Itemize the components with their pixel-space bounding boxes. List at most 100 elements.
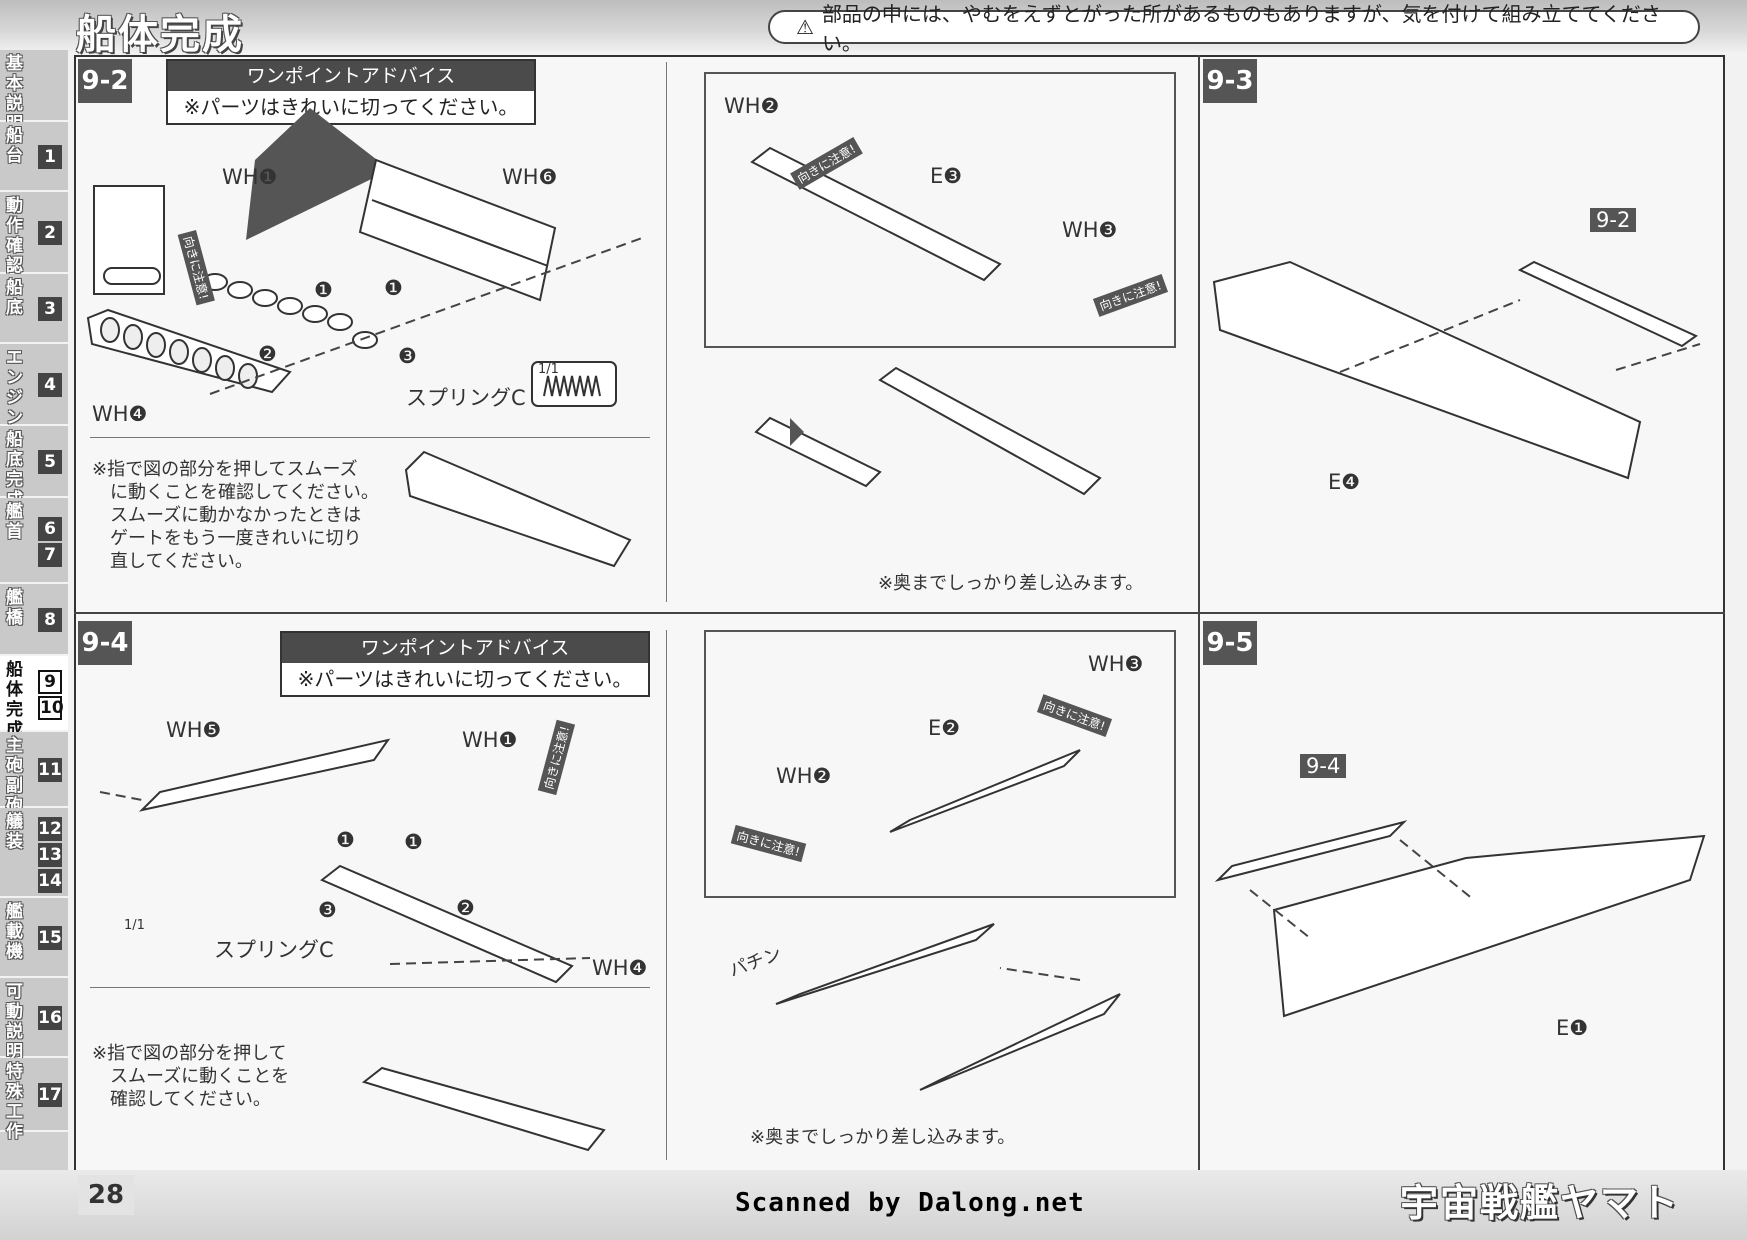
part-wh6-9-2: WH❻: [502, 165, 558, 189]
part-wh4-9-4: WH❹: [592, 956, 648, 980]
page-number: 28: [78, 1175, 134, 1215]
note-line: に動くことを確認してください。: [110, 482, 379, 503]
note-line: 確認してください。: [110, 1089, 271, 1110]
part-wh3-9-4-detail: WH❸: [1088, 652, 1144, 676]
wh6-frame: [358, 158, 557, 302]
divider-92-note: [90, 437, 650, 438]
part-wh1-9-4: WH❶: [462, 728, 518, 752]
callout-3-9-2: ❸: [398, 344, 417, 368]
part-spring-9-2: スプリングC: [406, 386, 526, 410]
advice-body: ※パーツはきれいに切ってください。: [183, 95, 519, 119]
sidebar-item-number: 8: [38, 608, 62, 632]
callout-1b-9-2: ❶: [384, 276, 403, 300]
callout-1a-9-2: ❶: [314, 278, 333, 302]
sidebar-item-number: 9: [38, 670, 62, 694]
sidebar-item-number: 14: [38, 869, 62, 893]
note-line: スムーズに動くことを: [110, 1066, 290, 1087]
note-line: スムーズに動かなかったときは: [110, 505, 362, 526]
e1-hull: [1272, 834, 1706, 1018]
sidebar-item: 主砲副砲 11: [0, 732, 68, 816]
callout-1a-9-4: ❶: [336, 828, 355, 852]
sidebar-item-label: 船台: [6, 126, 23, 166]
detail-box-9-2: [704, 72, 1176, 348]
part-e1-9-5: E❶: [1556, 1016, 1589, 1040]
divider-92-sub: [666, 62, 667, 602]
sidebar-item-number: 6: [38, 517, 62, 541]
part-wh4-9-2: WH❹: [92, 402, 148, 426]
sidebar-item-number: 17: [38, 1083, 62, 1107]
sidebar-item-number: 2: [38, 221, 62, 245]
sidebar-item-label: 艦首: [6, 502, 23, 542]
callout-1b-9-4: ❶: [404, 830, 423, 854]
sidebar-item-number: 11: [38, 758, 62, 782]
part-wh3-9-2-detail: WH❸: [1062, 218, 1118, 242]
sidebar-item-number: 1: [38, 145, 62, 169]
scale-9-2: 1/1: [538, 362, 559, 377]
part-wh2-9-4-detail: WH❷: [776, 764, 832, 788]
divider-94-note: [90, 987, 650, 988]
sidebar-item: 艦橋 8: [0, 584, 68, 656]
note-9-4: ※指で図の部分を押して スムーズに動くことを 確認してください。: [92, 1042, 289, 1111]
wh4-bar-9-4: [320, 864, 574, 984]
callout-2-9-2: ❷: [258, 342, 277, 366]
step-label-9-3: 9-3: [1203, 59, 1257, 103]
sidebar-item: 可動説明 16: [0, 978, 68, 1062]
footer-band: [0, 1170, 1747, 1240]
part-e3-9-2-detail: E❸: [930, 164, 963, 188]
sidebar-item-label: 可動説明: [6, 982, 23, 1062]
part-spring-9-4: スプリングC: [214, 938, 334, 962]
note-line: ゲートをもう一度きれいに切り: [110, 528, 362, 549]
vertical-divider: [1198, 55, 1200, 1173]
part-wh2-9-2-detail: WH❷: [724, 94, 780, 118]
e2-bar: [889, 749, 1081, 833]
book-title: 宇宙戦艦ヤマト: [1400, 1180, 1681, 1225]
part-ref-9-4: 9-4: [1300, 754, 1347, 778]
warning-text: 部品の中には、やむをえずとがった所があるものもありますが、気を付けて組み立ててく…: [821, 2, 1661, 55]
step-label-9-4: 9-4: [78, 621, 132, 665]
callout-2-9-4: ❷: [456, 896, 475, 920]
insert-note-9-4: ※奥までしっかり差し込みます。: [750, 1127, 1016, 1148]
instruction-frame: [74, 55, 1725, 1173]
wh5-frame: [138, 738, 391, 812]
sidebar-item-number: 12: [38, 817, 62, 841]
divider-94-sub: [666, 630, 667, 1160]
test-bar-9-4: [361, 1066, 606, 1152]
sidebar-item: 特殊工作 17: [0, 1058, 68, 1142]
part-e2-9-4-detail: E❷: [928, 716, 961, 740]
note-9-2: ※指で図の部分を押してスムーズ に動くことを確認してください。 スムーズに動かな…: [92, 458, 379, 573]
sidebar-item-number: 16: [38, 1006, 62, 1030]
sidebar-item-label: 艤装: [6, 812, 23, 852]
test-bar-9-2: [404, 450, 632, 568]
step-label-9-2: 9-2: [78, 59, 132, 103]
sidebar-item-label: 特殊工作: [6, 1062, 23, 1142]
chapter-sidebar: 基本説明船台1動作確認2船底3エンジン4船底完成5艦首67艦橋8船体完成910主…: [0, 50, 68, 1170]
sidebar-item-number: 15: [38, 926, 62, 950]
part-wh1-9-2: WH❶: [222, 165, 278, 189]
horizontal-divider: [74, 612, 1725, 614]
part-ref-9-2: 9-2: [1590, 208, 1637, 232]
scanned-credit: Scanned by Dalong.net: [735, 1188, 1085, 1218]
warning-triangle-icon: ⚠: [796, 15, 814, 39]
warning-banner: ⚠ 部品の中には、やむをえずとがった所があるものもありますが、気を付けて組み立て…: [768, 2, 1700, 55]
sidebar-item-number: 3: [38, 297, 62, 321]
sidebar-item-label: 艦橋: [6, 588, 23, 628]
note-line: 直してください。: [110, 551, 253, 572]
advice-box-9-2: ワンポイントアドバイス ※パーツはきれいに切ってください。: [166, 59, 536, 125]
sidebar-item-label: 船体完成: [6, 660, 23, 740]
scale-9-4: 1/1: [124, 918, 145, 933]
advice-title: ワンポイントアドバイス: [282, 633, 648, 663]
advice-body: ※パーツはきれいに切ってください。: [297, 667, 633, 691]
insert-note-9-2: ※奥までしっかり差し込みます。: [878, 573, 1144, 594]
sidebar-item-label: 船底: [6, 278, 23, 318]
callout-3-9-4: ❸: [318, 898, 337, 922]
sidebar-item-label: 主砲副砲: [6, 736, 23, 816]
note-line: ※指で図の部分を押してスムーズ: [92, 459, 358, 480]
part-wh5-9-4: WH❺: [166, 718, 222, 742]
